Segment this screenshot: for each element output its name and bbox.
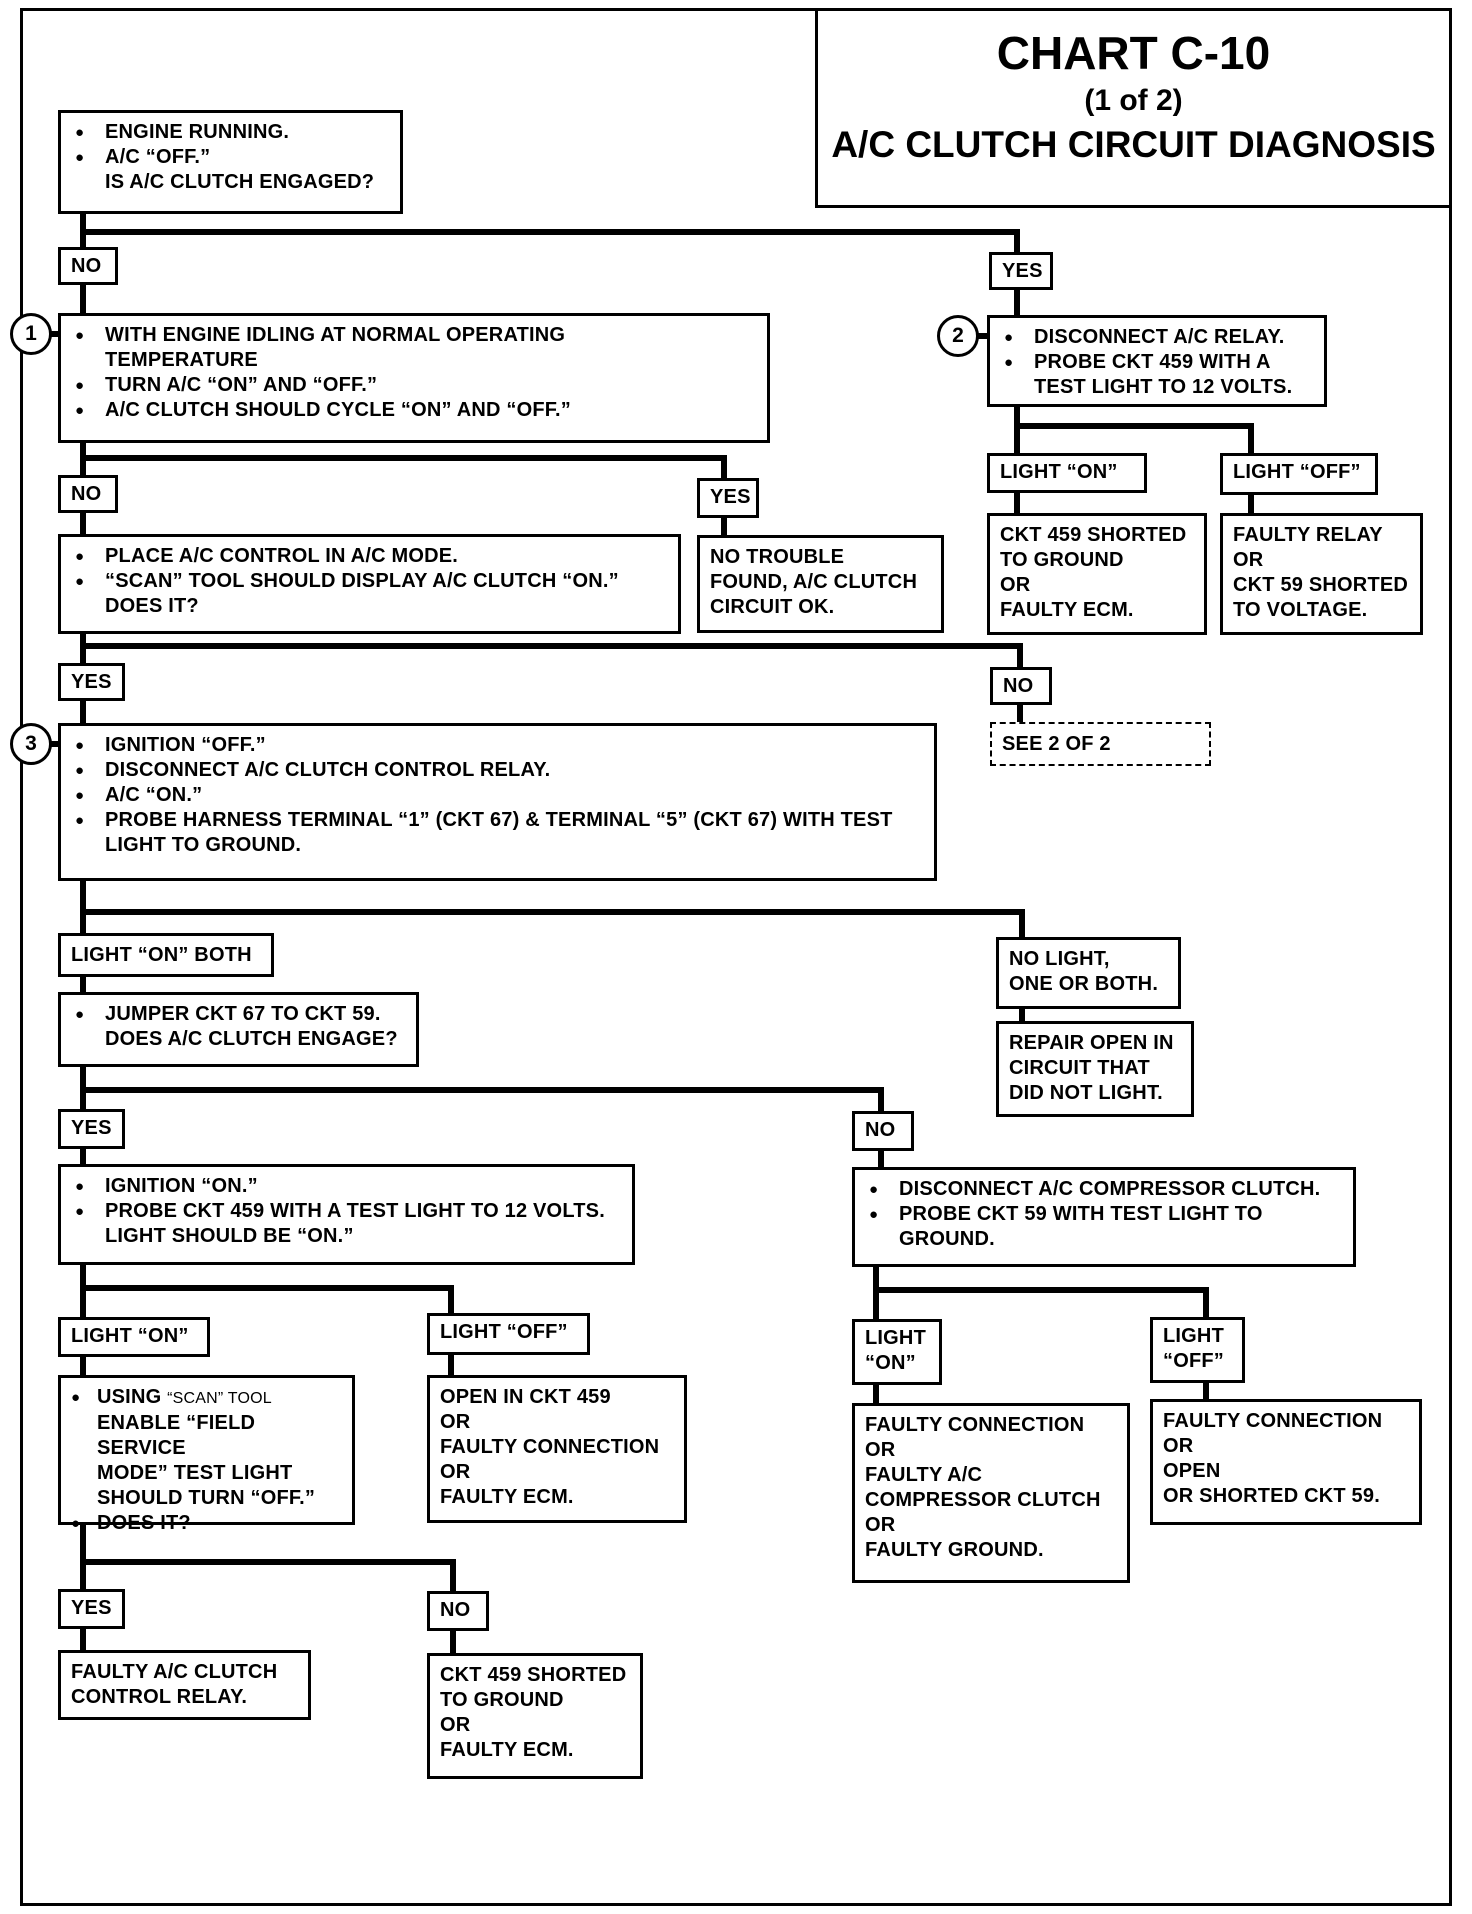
- connector: [80, 1521, 456, 1595]
- node-start-line: ENGINE RUNNING.: [71, 120, 390, 145]
- reference-see-2of2: SEE 2 OF 2: [990, 722, 1211, 766]
- branch-yes: YES: [697, 478, 759, 518]
- node-relay-probe: DISCONNECT A/C RELAY. PROBE CKT 459 WITH…: [987, 315, 1327, 407]
- connector: [80, 1261, 454, 1317]
- node-scan-tool-check-line: “SCAN” TOOL SHOULD DISPLAY A/C CLUTCH “O…: [71, 569, 668, 619]
- branch-no: NO: [852, 1111, 914, 1151]
- step-marker-3: 3: [10, 723, 52, 765]
- node-scan-field-service: USING “SCAN” TOOL ENABLE “FIELD SERVICE M…: [58, 1375, 355, 1536]
- result-no-trouble: NO TROUBLE FOUND, A/C CLUTCH CIRCUIT OK.: [697, 535, 944, 633]
- chart-id: CHART C-10: [996, 27, 1271, 79]
- connector: [80, 1063, 884, 1113]
- page-border: [20, 8, 1452, 1906]
- node-scan-field-service-rest: ENABLE “FIELD SERVICE MODE” TEST LIGHT S…: [97, 1412, 316, 1509]
- result-faulty-connection-ckt59: FAULTY CONNECTION OR OPEN OR SHORTED CKT…: [1150, 1399, 1422, 1525]
- node-compressor-probe: DISCONNECT A/C COMPRESSOR CLUTCH. PROBE …: [852, 1167, 1356, 1267]
- node-idle-check-line: TURN A/C “ON” AND “OFF.”: [71, 373, 757, 398]
- branch-light-off: LIGHT “OFF”: [427, 1313, 590, 1355]
- connector: [80, 877, 1025, 941]
- node-idle-check-line: A/C CLUTCH SHOULD CYCLE “ON” AND “OFF.”: [71, 398, 757, 423]
- connector: [80, 439, 727, 483]
- result-faulty-relay-control: FAULTY A/C CLUTCH CONTROL RELAY.: [58, 1650, 311, 1720]
- branch-no: NO: [58, 247, 118, 285]
- branch-yes: YES: [989, 252, 1053, 290]
- node-compressor-probe-line: PROBE CKT 59 WITH TEST LIGHT TO GROUND.: [865, 1202, 1343, 1252]
- node-harness-probe-line: DISCONNECT A/C CLUTCH CONTROL RELAY.: [71, 758, 924, 783]
- step-marker-2: 2: [937, 315, 979, 357]
- node-compressor-probe-line: DISCONNECT A/C COMPRESSOR CLUTCH.: [865, 1177, 1343, 1202]
- branch-no: NO: [58, 475, 118, 513]
- node-start: ENGINE RUNNING. A/C “OFF.” IS A/C CLUTCH…: [58, 110, 403, 214]
- node-idle-check: WITH ENGINE IDLING AT NORMAL OPERATING T…: [58, 313, 770, 443]
- node-harness-probe-line: A/C “ON.”: [71, 783, 924, 808]
- result-open-ckt459: OPEN IN CKT 459 OR FAULTY CONNECTION OR …: [427, 1375, 687, 1523]
- node-ign-on-probe-line: IGNITION “ON.”: [71, 1174, 622, 1199]
- connector: [80, 629, 1023, 671]
- node-jumper-check: JUMPER CKT 67 TO CKT 59. DOES A/C CLUTCH…: [58, 992, 419, 1067]
- node-relay-probe-line: DISCONNECT A/C RELAY.: [1000, 325, 1314, 350]
- branch-no: NO: [990, 667, 1052, 705]
- branch-no: NO: [427, 1591, 489, 1631]
- node-harness-probe-line: PROBE HARNESS TERMINAL “1” (CKT 67) & TE…: [71, 808, 924, 858]
- step-marker-1: 1: [10, 313, 52, 355]
- result-faulty-relay: FAULTY RELAY OR CKT 59 SHORTED TO VOLTAG…: [1220, 513, 1423, 635]
- node-ign-on-probe-line: PROBE CKT 459 WITH A TEST LIGHT TO 12 VO…: [71, 1199, 622, 1249]
- node-relay-probe-line: PROBE CKT 459 WITH A TEST LIGHT TO 12 VO…: [1000, 350, 1314, 400]
- node-scan-field-service-tool: “SCAN” TOOL: [167, 1390, 272, 1407]
- chart-title-box: CHART C-10 (1 of 2) A/C CLUTCH CIRCUIT D…: [815, 8, 1452, 208]
- node-scan-field-service-using: USING: [97, 1386, 162, 1408]
- chart-title: A/C CLUTCH CIRCUIT DIAGNOSIS: [831, 124, 1436, 165]
- branch-yes: YES: [58, 663, 125, 701]
- node-scan-field-service-line: DOES IT?: [71, 1511, 342, 1536]
- chart-part: (1 of 2): [1084, 84, 1183, 117]
- branch-light-on: LIGHT “ON”: [58, 1317, 210, 1357]
- branch-yes: YES: [58, 1109, 125, 1149]
- branch-yes: YES: [58, 1589, 125, 1629]
- result-repair-open: REPAIR OPEN IN CIRCUIT THAT DID NOT LIGH…: [996, 1021, 1194, 1117]
- node-scan-field-service-line: USING “SCAN” TOOL ENABLE “FIELD SERVICE M…: [71, 1385, 342, 1511]
- branch-light-on-both: LIGHT “ON” BOTH: [58, 933, 274, 977]
- connector: [873, 1263, 1209, 1321]
- result-no-light-one-or-both: NO LIGHT, ONE OR BOTH.: [996, 937, 1181, 1009]
- node-harness-probe-line: IGNITION “OFF.”: [71, 733, 924, 758]
- branch-light-off: LIGHT “OFF”: [1220, 453, 1378, 495]
- node-ign-on-probe: IGNITION “ON.” PROBE CKT 459 WITH A TEST…: [58, 1164, 635, 1265]
- branch-light-off: LIGHT “OFF”: [1150, 1317, 1245, 1383]
- branch-light-on: LIGHT “ON”: [987, 453, 1147, 493]
- result-ckt459-shorted-ground: CKT 459 SHORTED TO GROUND OR FAULTY ECM.: [987, 513, 1207, 635]
- node-idle-check-line: WITH ENGINE IDLING AT NORMAL OPERATING T…: [71, 323, 757, 373]
- node-scan-tool-check-line: PLACE A/C CONTROL IN A/C MODE.: [71, 544, 668, 569]
- node-jumper-check-line: JUMPER CKT 67 TO CKT 59. DOES A/C CLUTCH…: [71, 1002, 406, 1052]
- node-start-line: A/C “OFF.” IS A/C CLUTCH ENGAGED?: [71, 145, 390, 195]
- branch-light-on: LIGHT “ON”: [852, 1319, 942, 1385]
- result-faulty-connection-compressor: FAULTY CONNECTION OR FAULTY A/C COMPRESS…: [852, 1403, 1130, 1583]
- result-ckt459-shorted-ecm: CKT 459 SHORTED TO GROUND OR FAULTY ECM.: [427, 1653, 643, 1779]
- connector: [1014, 401, 1254, 459]
- connector: [80, 210, 1020, 259]
- node-harness-probe: IGNITION “OFF.” DISCONNECT A/C CLUTCH CO…: [58, 723, 937, 881]
- node-scan-tool-check: PLACE A/C CONTROL IN A/C MODE. “SCAN” TO…: [58, 534, 681, 634]
